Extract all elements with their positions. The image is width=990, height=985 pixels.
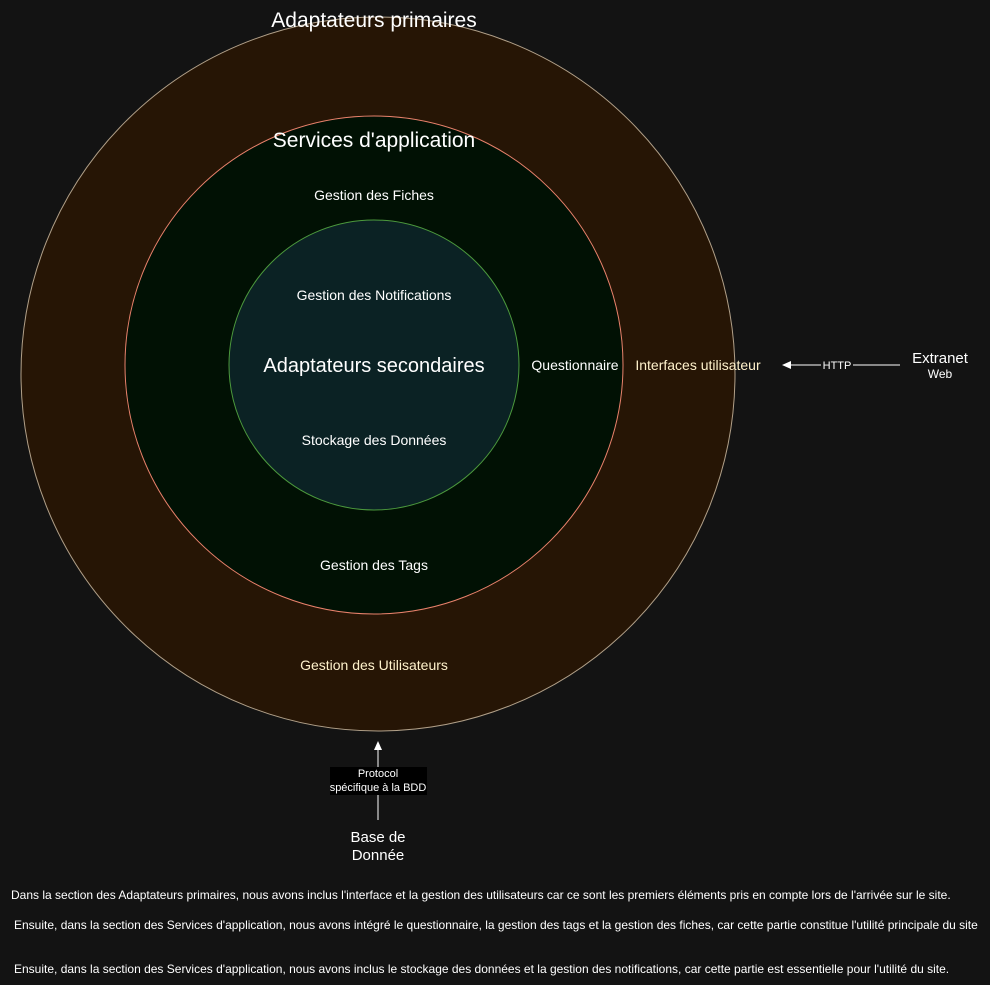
item-interfaces-utilisateur: Interfaces utilisateur [635,357,761,373]
inner-ring-secondary-adapters [228,219,520,511]
extranet-title: Extranet [912,350,969,367]
db-title-line1: Base de [350,829,405,846]
protocol-label-bg [330,767,427,795]
item-gestion-fiches: Gestion des Fiches [314,187,434,203]
note-application-services: Ensuite, dans la section des Services d'… [14,918,978,932]
item-gestion-notifications: Gestion des Notifications [297,287,452,303]
outer-ring-title: Adaptateurs primaires [271,9,476,32]
db-title-line2: Donnée [352,847,405,864]
http-label: HTTP [823,360,852,372]
note-primary-adapters: Dans la section des Adaptateurs primaire… [11,888,951,902]
extranet-subtitle: Web [928,367,953,381]
protocol-label-line1: Protocol [358,768,398,780]
item-questionnaire: Questionnaire [531,357,618,373]
http-label-bg [821,358,853,372]
middle-ring-title: Services d'application [273,129,475,152]
inner-ring-title: Adaptateurs secondaires [263,355,484,377]
note-secondary-adapters: Ensuite, dans la section des Services d'… [14,962,950,976]
protocol-label-line2: spécifique à la BDD [330,782,427,794]
item-gestion-tags: Gestion des Tags [320,557,428,573]
item-gestion-utilisateurs: Gestion des Utilisateurs [300,657,448,673]
item-stockage-donnees: Stockage des Données [302,432,447,448]
